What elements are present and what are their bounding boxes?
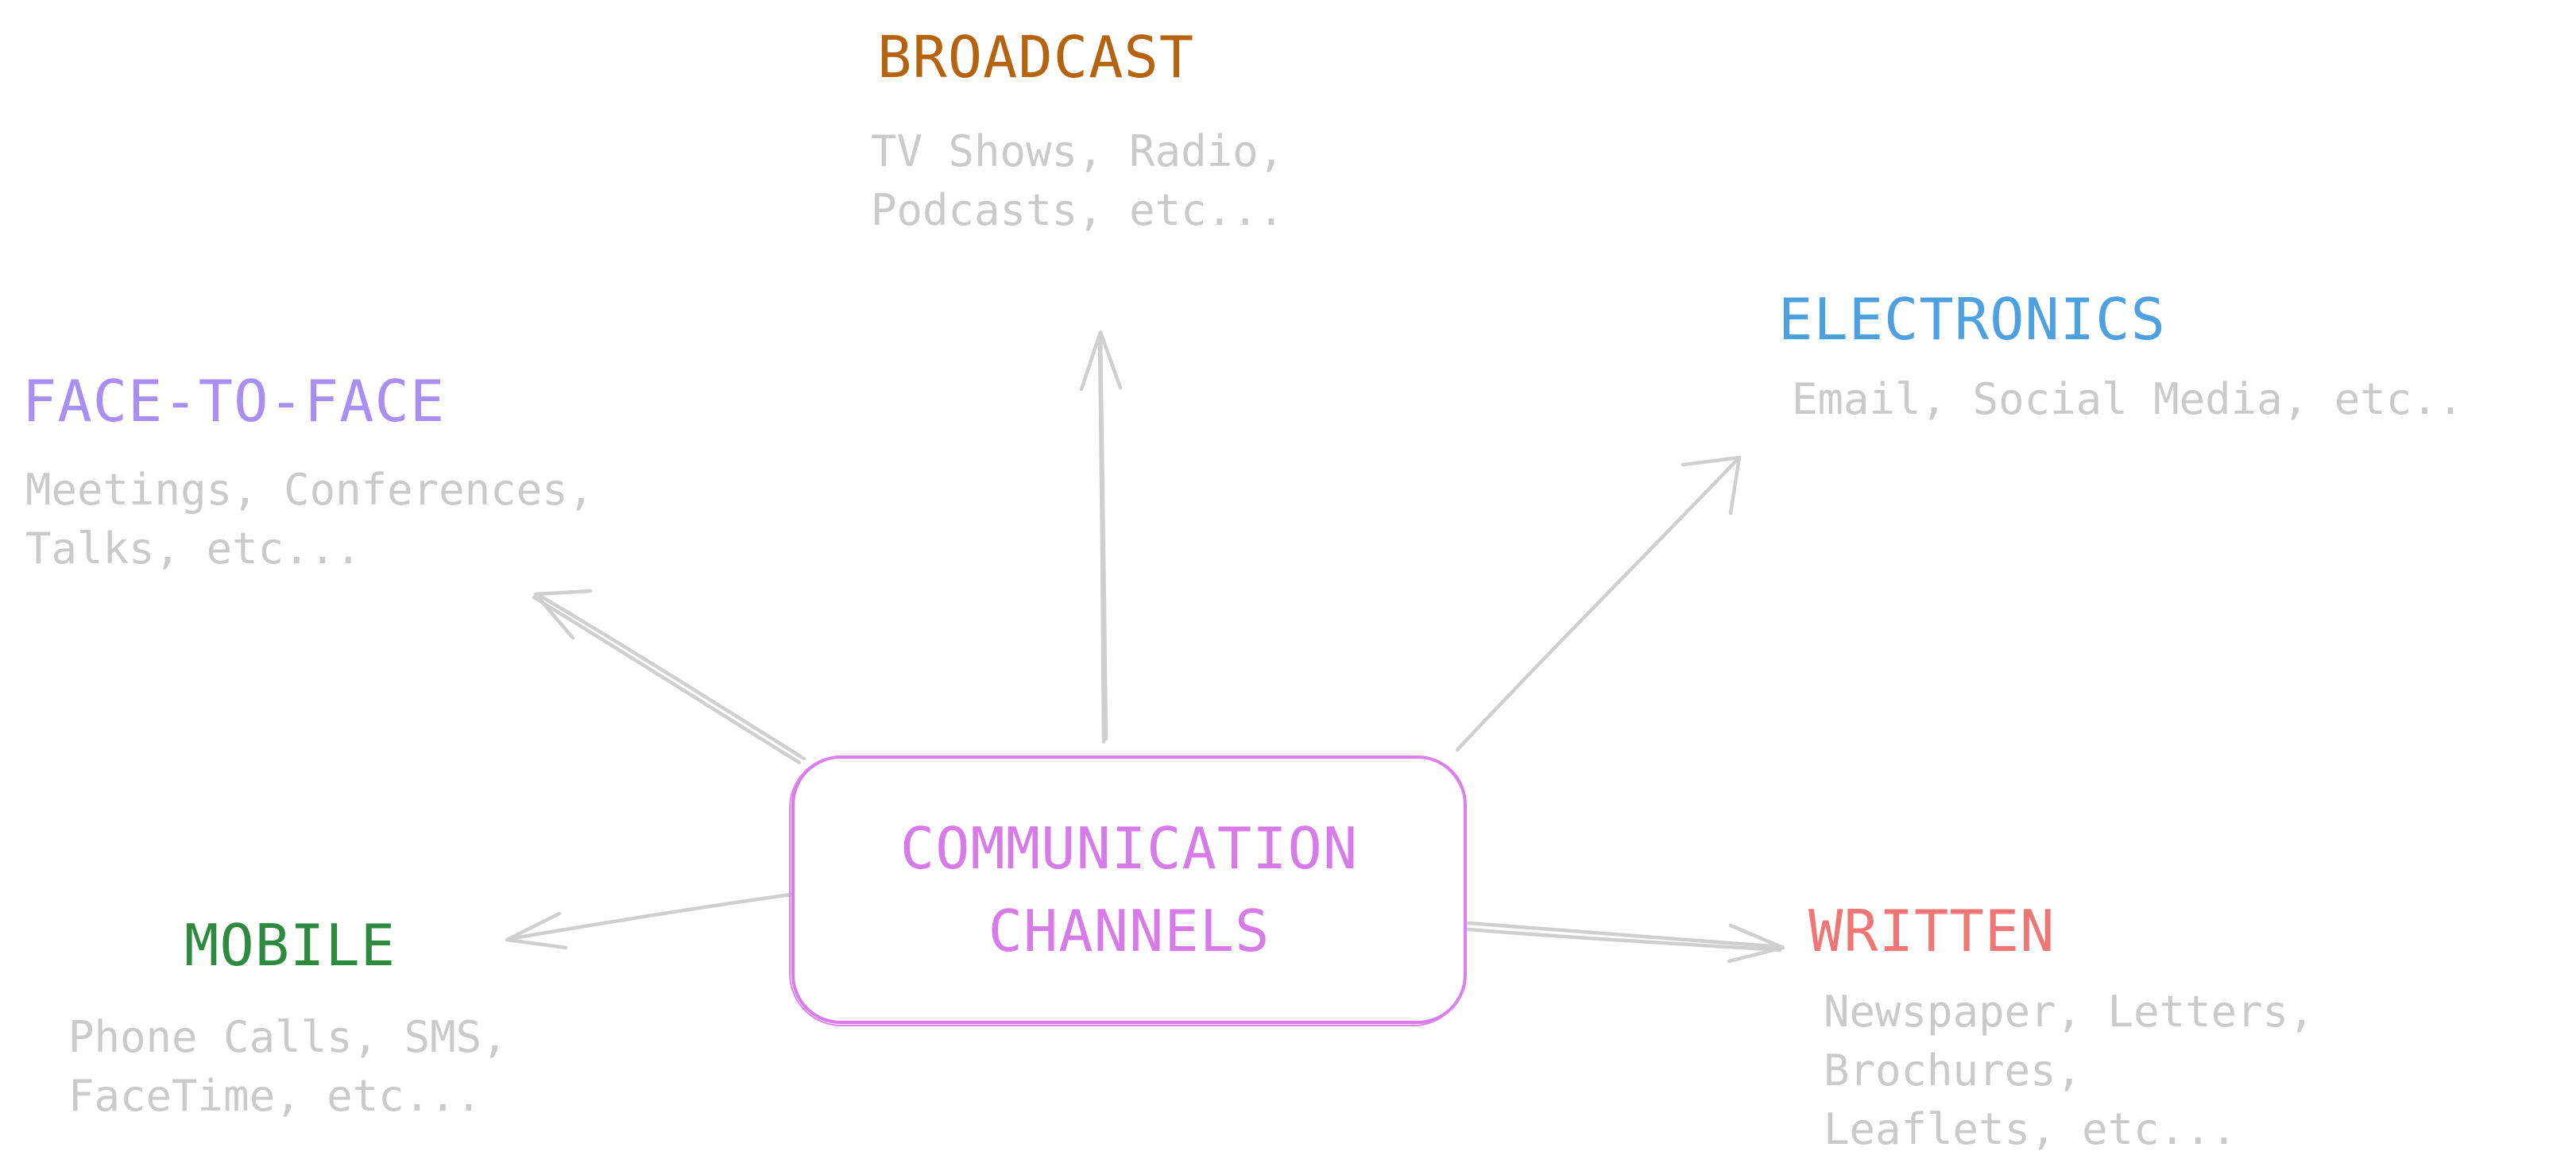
electronics-description: Email, Social Media, etc.. [1792, 374, 2464, 424]
hub-box: COMMUNICATION CHANNELS [789, 755, 1467, 1026]
written-description: Newspaper, Letters, Brochures, Leaflets,… [1824, 987, 2315, 1154]
written-title: WRITTEN [1808, 898, 2056, 964]
arrow-to-mobile [505, 892, 794, 950]
broadcast-title: BROADCAST [877, 24, 1195, 91]
hub-label: COMMUNICATION CHANNELS [899, 815, 1359, 964]
arrow-to-broadcast [1079, 330, 1123, 744]
arrow-to-written [1466, 921, 1785, 964]
mobile-description: Phone Calls, SMS, FaceTime, etc... [68, 1012, 508, 1121]
face-to-face-title: FACE-TO-FACE [22, 368, 446, 435]
electronics-title: ELECTRONICS [1778, 286, 2166, 353]
broadcast-description: TV Shows, Radio, Podcasts, etc... [871, 126, 1285, 235]
arrow-to-electronics [1455, 455, 1742, 752]
arrow-to-face-to-face [532, 589, 806, 765]
face-to-face-description: Meetings, Conferences, Talks, etc... [25, 465, 594, 574]
mobile-title: MOBILE [184, 912, 396, 979]
